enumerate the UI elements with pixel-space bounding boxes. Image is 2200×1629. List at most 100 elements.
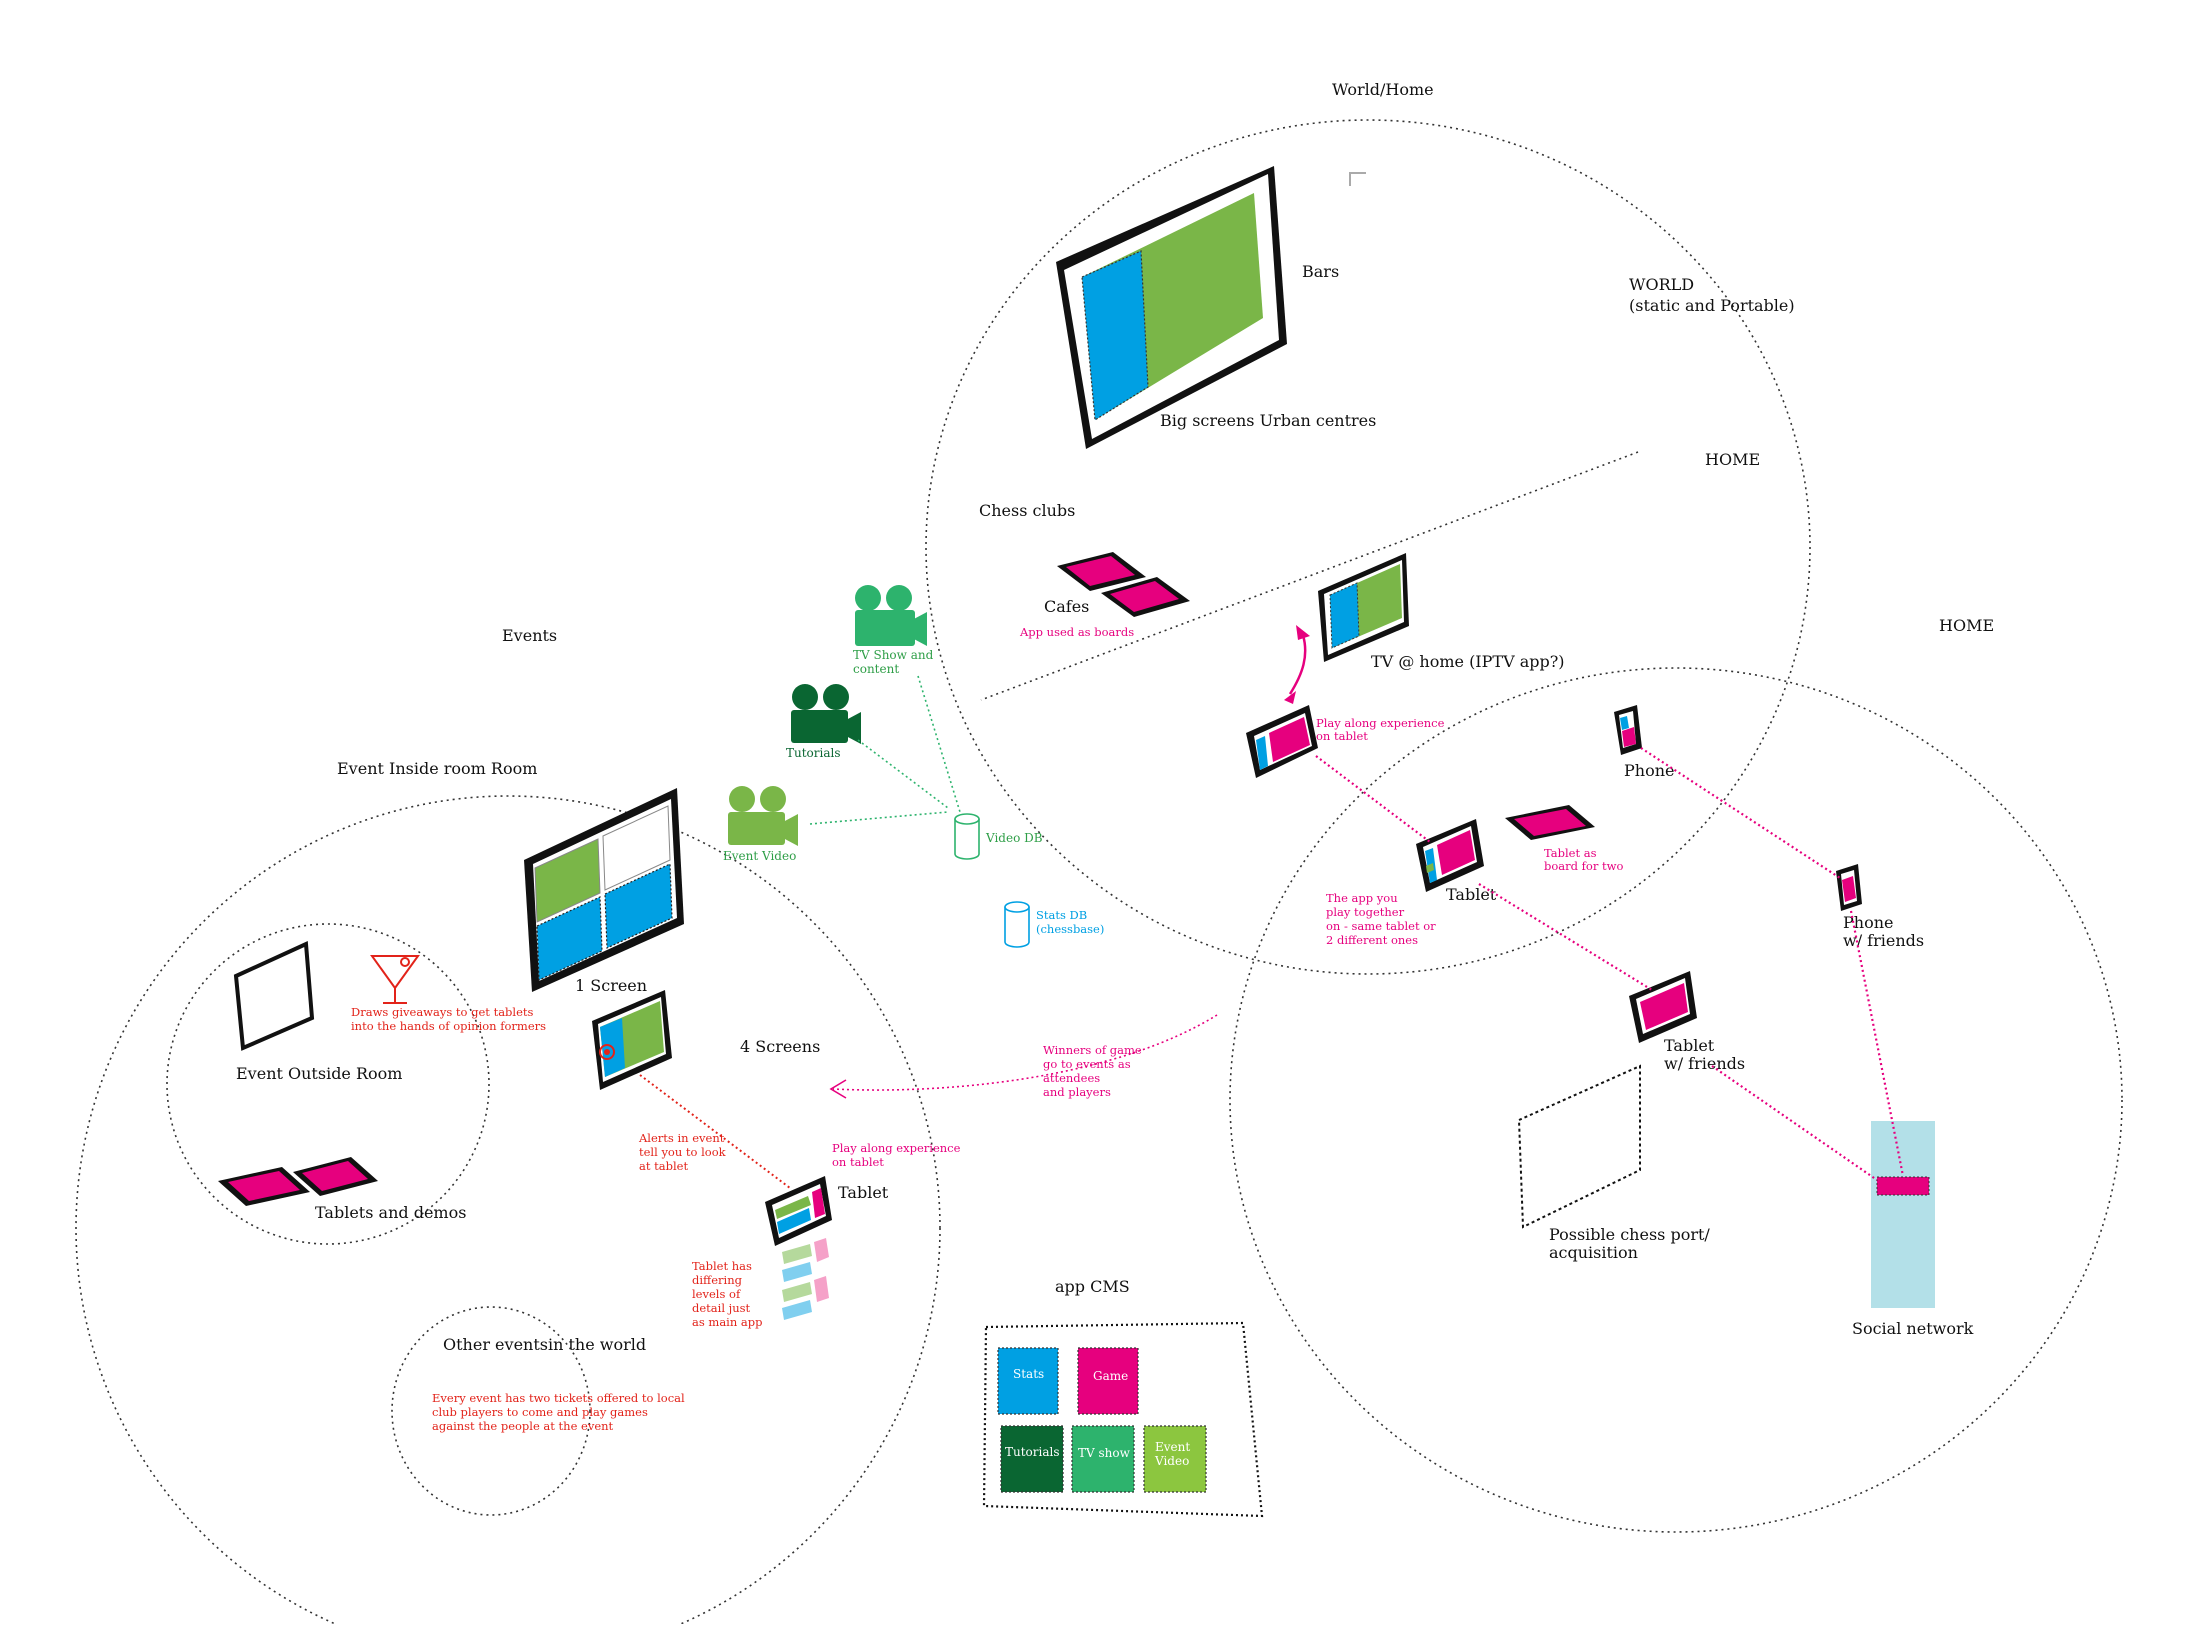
world-label: WORLD (1629, 275, 1694, 294)
draws-label-2: into the hands of opinion formers (351, 1019, 546, 1033)
media-link-line (809, 811, 949, 825)
tablet-detail-line-4: detail just (692, 1301, 751, 1315)
link-line (1478, 883, 1653, 991)
home-outer-label: HOME (1939, 616, 1994, 635)
bars-label: Bars (1302, 262, 1339, 281)
svg-text:TV show: TV show (1078, 1446, 1131, 1460)
cafe-tablet-icon (1057, 552, 1146, 591)
play-along-home-label-1: Play along experience (1316, 716, 1445, 730)
arrow-head-icon (1284, 691, 1296, 704)
social-network-label: Social network (1852, 1319, 1974, 1338)
link-line (1315, 755, 1431, 843)
alert-icon (599, 1044, 615, 1060)
events-circle (75, 795, 941, 1629)
cms-stats-tile: Stats (997, 1347, 1059, 1415)
tutorials-label: Tutorials (786, 746, 841, 760)
link-line (1849, 910, 1905, 1177)
big-screens-label: Big screens Urban centres (1160, 411, 1376, 430)
winners-line-1: Winners of game (1043, 1043, 1142, 1057)
alerts-line-1: Alerts in event (638, 1131, 725, 1145)
every-event-line-3: against the people at the event (432, 1419, 614, 1433)
winners-line-3: attendees (1043, 1071, 1100, 1085)
event-video-label: Event Video (723, 849, 796, 863)
arrow-head-icon (1296, 625, 1310, 640)
event-tablet-icon (765, 1176, 832, 1246)
media-link-line (857, 739, 949, 809)
tablet-board-label-2: board for two (1544, 859, 1623, 873)
stats-db-label-2: (chessbase) (1036, 922, 1104, 936)
chess-port-label-2: acquisition (1549, 1243, 1638, 1262)
demo-tablet-icon (218, 1167, 310, 1206)
stats-db-icon (1004, 901, 1030, 948)
phone-friends-label-2: w/ friends (1843, 931, 1924, 950)
cms-event-video-tile: Event Video (1143, 1425, 1207, 1493)
cafes-label: Cafes (1044, 597, 1089, 616)
cms-title: app CMS (1055, 1277, 1130, 1296)
svg-text:Event: Event (1155, 1440, 1190, 1454)
alert-link-line (639, 1074, 791, 1189)
demo-tablet-icon (293, 1157, 378, 1196)
cms-tutorials-tile: Tutorials (1000, 1425, 1064, 1493)
app-together-line-3: on - same tablet or (1326, 919, 1436, 933)
event-video-camera-icon (728, 786, 798, 846)
phone-friends-icon (1836, 864, 1862, 911)
event-outside-label: Event Outside Room (236, 1064, 402, 1083)
cms-game-tile: Game (1077, 1347, 1139, 1415)
social-network-node (1876, 1176, 1930, 1196)
big-screen-icon (1056, 166, 1287, 449)
other-events-circle (391, 1306, 591, 1516)
alerts-line-2: tell you to look (639, 1145, 727, 1159)
link-line (1711, 1065, 1878, 1181)
home-circle (1229, 667, 2123, 1533)
video-db-icon (954, 813, 980, 860)
event-inside-label: Event Inside room Room (337, 759, 537, 778)
draws-label-1: Draws giveaways to get tablets (351, 1005, 534, 1019)
home-tablet-icon (1416, 819, 1484, 892)
stats-db-label-1: Stats DB (1036, 908, 1087, 922)
arrow-head-icon (829, 1079, 847, 1099)
event-outside-circle (166, 923, 490, 1245)
app-together-line-1: The app you (1326, 891, 1398, 905)
tv-tablet-arrow (1288, 631, 1307, 695)
tablet-detail-line-3: levels of (692, 1287, 741, 1301)
media-link-line (917, 675, 961, 813)
four-screens-label: 4 Screens (740, 1037, 820, 1056)
cafe-tablet-icon (1101, 577, 1190, 617)
tv-show-camera-icon (855, 585, 927, 646)
phone-label: Phone (1624, 761, 1674, 780)
chess-port-label-1: Possible chess port/ (1549, 1225, 1710, 1244)
tv-home-label: TV @ home (IPTV app?) (1371, 652, 1565, 671)
tablet-detail-line-5: as main app (692, 1315, 763, 1329)
cocktail-glass-icon (370, 955, 420, 1004)
winners-line-4: and players (1043, 1085, 1111, 1099)
tablet-detail-line-1: Tablet has (692, 1259, 752, 1273)
world-sublabel: (static and Portable) (1629, 296, 1795, 315)
play-along-home-label-2: on tablet (1316, 729, 1368, 743)
tablet-detail-line-2: differing (692, 1273, 743, 1287)
detail-levels-icon (782, 1238, 829, 1320)
world-home-label: World/Home (1332, 80, 1434, 99)
other-events-label: Other eventsin the world (443, 1335, 646, 1354)
tablet-friends-label-1: Tablet (1664, 1036, 1715, 1055)
every-event-line-2: club players to come and play games (432, 1405, 648, 1419)
board-tablet-icon (1505, 805, 1595, 840)
link-line (1640, 747, 1841, 879)
tv-home-icon (1318, 553, 1409, 662)
svg-text:Video: Video (1154, 1454, 1189, 1468)
chess-port-frame (1517, 1064, 1641, 1229)
event-tablet-label: Tablet (838, 1183, 889, 1202)
cms-tv-show-tile: TV show (1071, 1425, 1135, 1493)
tutorials-camera-icon (791, 684, 861, 744)
tablet-board-label-1: Tablet as (1544, 846, 1597, 860)
cms-frame (982, 1321, 1264, 1518)
home-inner-label: HOME (1705, 450, 1760, 469)
play-along-event-label-2: on tablet (832, 1155, 884, 1169)
tablet-friends-icon (1629, 971, 1697, 1043)
phone-icon (1614, 705, 1642, 755)
outside-room-frame (233, 940, 315, 1051)
tv-show-label-1: TV Show and (853, 648, 934, 662)
tv-show-label-2: content (853, 662, 899, 676)
play-along-event-label-1: Play along experience (832, 1141, 961, 1155)
